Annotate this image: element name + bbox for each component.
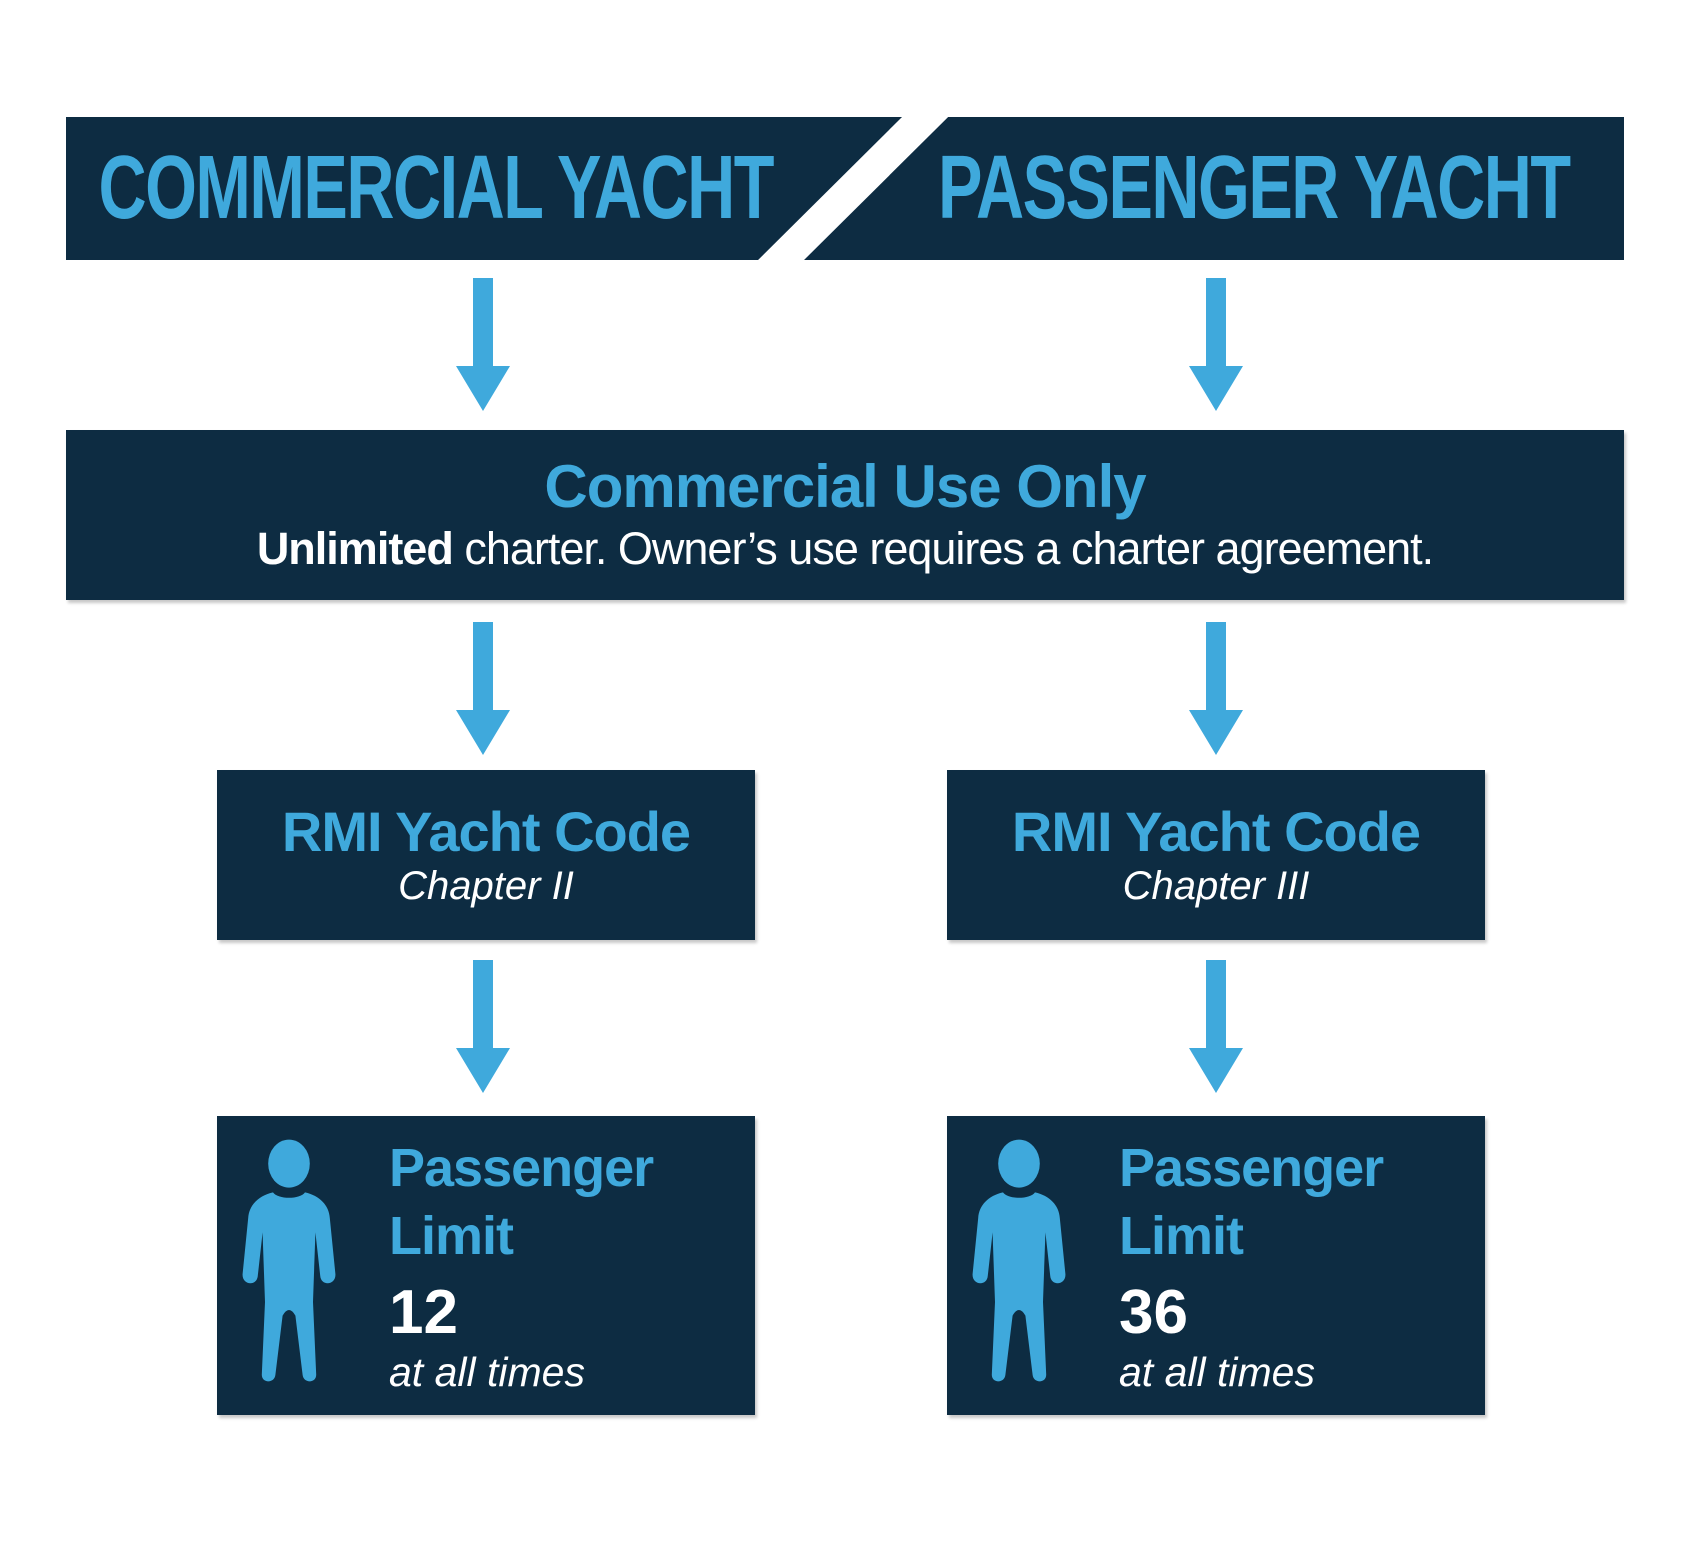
passenger-yacht-label: PASSENGER YACHT [884,117,1624,260]
header-bar: COMMERCIAL YACHT PASSENGER YACHT [66,117,1624,260]
person-icon [233,1138,345,1394]
rmi-yacht-code-box-chapter-2: RMI Yacht Code Chapter II [217,770,755,940]
passenger-limit-value: 36 [1119,1278,1188,1348]
rmi-code-chapter: Chapter III [1122,864,1310,908]
limit-title-line2: Limit [389,1205,514,1266]
passenger-limit-note: at all times [1119,1349,1315,1396]
commercial-yacht-header-segment [66,117,903,260]
limit-title-line2: Limit [1119,1205,1244,1266]
passenger-limit-box-36: Passenger Limit 36 at all times [947,1116,1485,1415]
passenger-limit-note: at all times [389,1349,585,1396]
passenger-limit-text: Passenger Limit 12 at all times [389,1135,654,1396]
down-arrow-icon [456,622,510,755]
down-arrow-icon [1189,960,1243,1093]
limit-title-line1: Passenger [389,1138,654,1199]
passenger-limit-title: Passenger Limit [389,1135,654,1270]
commercial-use-subtitle: Unlimited charter. Owner’s use requires … [256,523,1434,575]
rmi-code-chapter: Chapter II [398,864,574,908]
rmi-code-title: RMI Yacht Code [1011,800,1421,863]
person-icon [963,1138,1075,1394]
subtitle-rest-text: charter. Owner’s use requires a charter … [452,523,1434,575]
passenger-limit-text: Passenger Limit 36 at all times [1119,1135,1384,1396]
down-arrow-icon [1189,622,1243,755]
down-arrow-icon [1189,278,1243,411]
passenger-limit-box-12: Passenger Limit 12 at all times [217,1116,755,1415]
commercial-use-box: Commercial Use Only Unlimited charter. O… [66,430,1624,600]
passenger-limit-title: Passenger Limit [1119,1135,1384,1270]
down-arrow-icon [456,278,510,411]
passenger-limit-value: 12 [389,1278,458,1348]
commercial-yacht-label: COMMERCIAL YACHT [66,117,806,260]
down-arrow-icon [456,960,510,1093]
commercial-yacht-label-text: COMMERCIAL YACHT [98,138,775,238]
commercial-use-title: Commercial Use Only [544,453,1146,521]
rmi-yacht-code-box-chapter-3: RMI Yacht Code Chapter III [947,770,1485,940]
passenger-yacht-label-text: PASSENGER YACHT [938,138,1571,238]
subtitle-bold-word: Unlimited [256,523,454,575]
passenger-yacht-header-segment [804,117,1624,260]
limit-title-line1: Passenger [1119,1138,1384,1199]
rmi-code-title: RMI Yacht Code [281,800,691,863]
